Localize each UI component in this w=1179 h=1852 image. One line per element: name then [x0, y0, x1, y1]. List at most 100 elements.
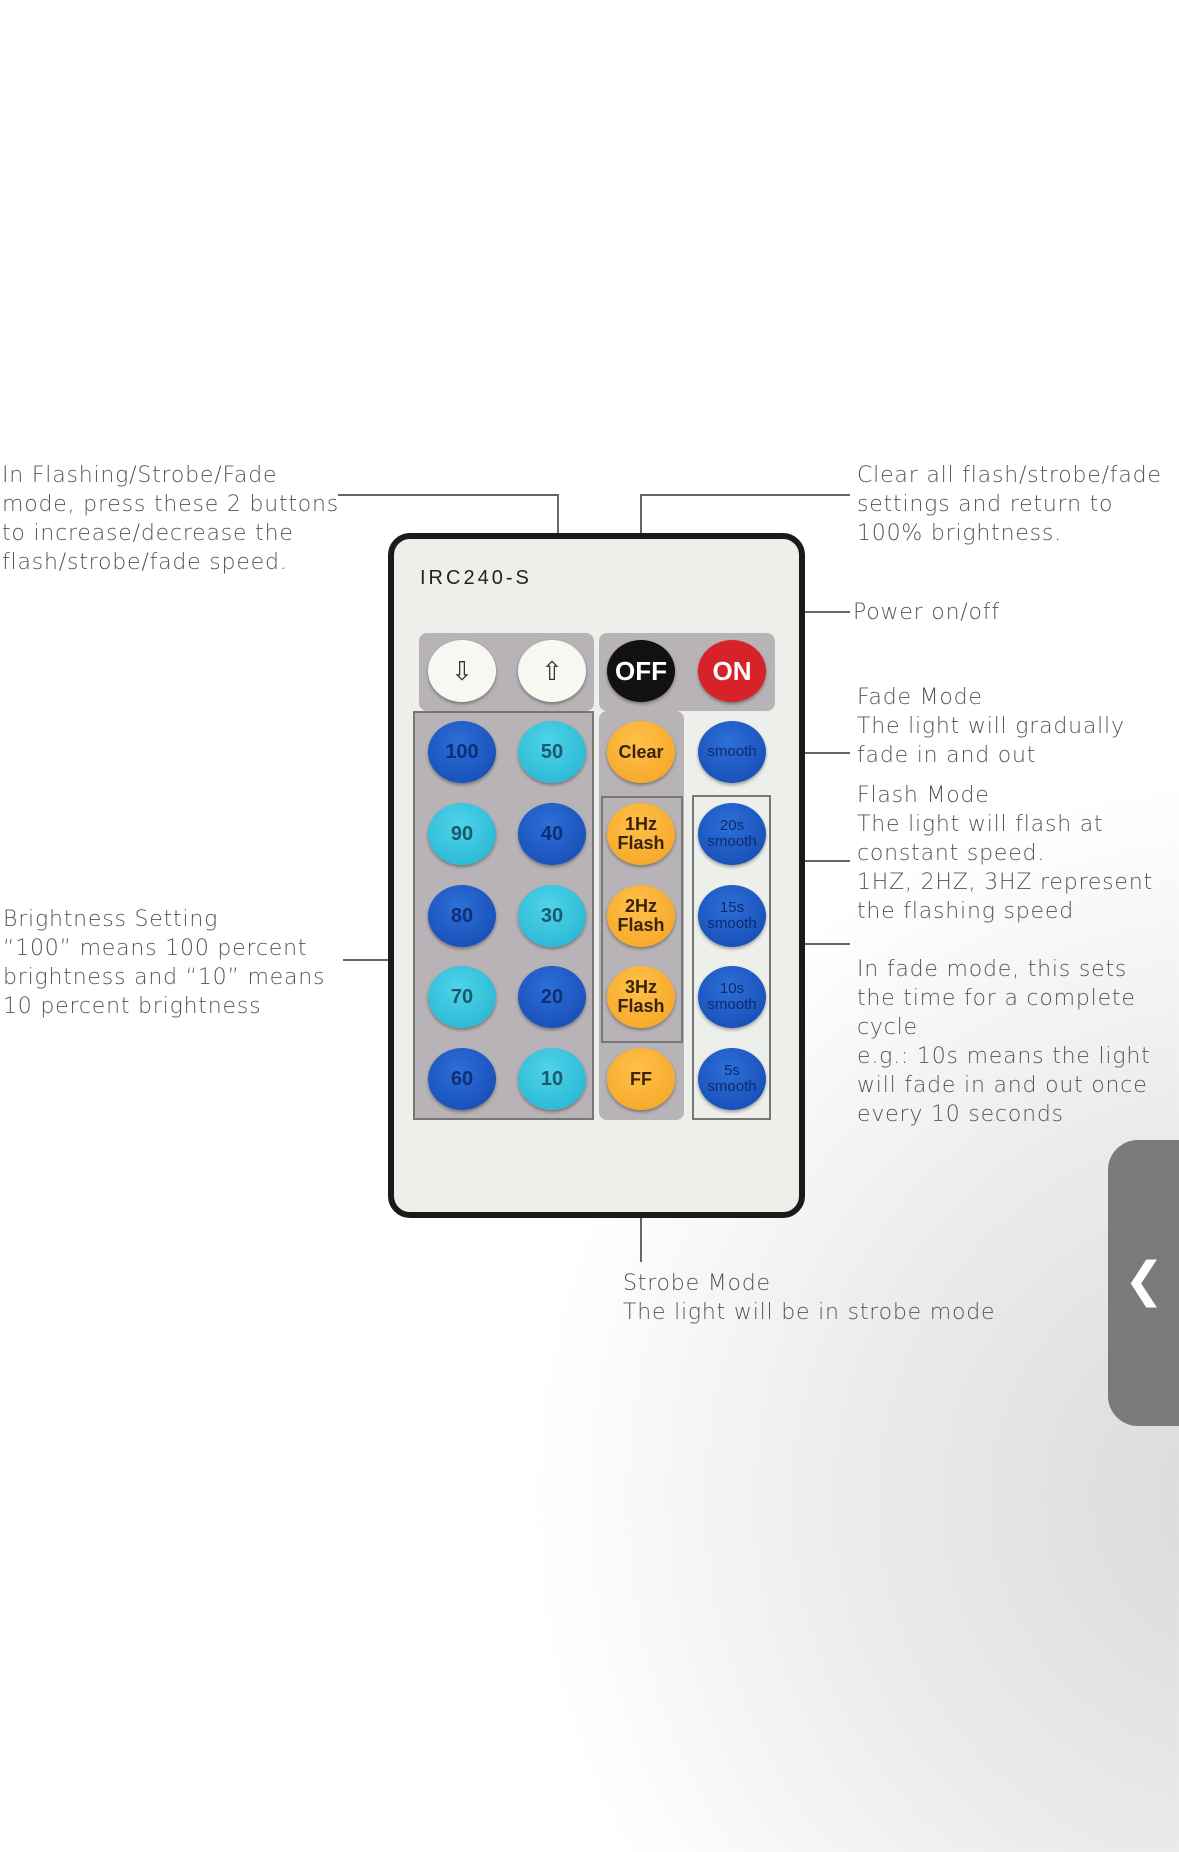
note-power: Power on/off: [853, 598, 1000, 627]
note-line: Fade Mode: [857, 685, 983, 710]
button-label: 80: [450, 904, 474, 927]
button-label: 60: [450, 1067, 474, 1090]
button-label: 40: [540, 822, 564, 845]
connector: [338, 494, 559, 496]
button-label: FF: [630, 1068, 652, 1089]
button-label: 20: [540, 985, 564, 1008]
note-line: Clear all flash/strobe/fade: [857, 463, 1162, 488]
brightness-40-button[interactable]: 40: [518, 803, 586, 865]
button-label: 70: [450, 985, 474, 1008]
note-line: The light will gradually: [857, 714, 1125, 739]
note-line: 10 percent brightness: [3, 994, 262, 1019]
brightness-70-button[interactable]: 70: [428, 966, 496, 1028]
note-line: “100” means 100 percent: [3, 936, 308, 961]
note-line: Flash Mode: [857, 783, 990, 808]
brightness-group-frame: [413, 711, 594, 1120]
button-label: OFF: [615, 655, 667, 686]
clear-button[interactable]: Clear: [607, 721, 675, 783]
note-line: the time for a complete: [857, 986, 1136, 1011]
note-line: the flashing speed: [857, 899, 1074, 924]
speed-down-button[interactable]: ⇩: [428, 640, 496, 702]
note-line: mode, press these 2 buttons: [2, 492, 340, 517]
button-label: ⇩: [451, 655, 473, 686]
chevron-left-icon: ❮: [1124, 1252, 1165, 1308]
fade-group-frame: [692, 795, 771, 1120]
brightness-90-button[interactable]: 90: [428, 803, 496, 865]
note-brightness: Brightness Setting “100” means 100 percen…: [3, 905, 325, 1021]
note-line: constant speed.: [857, 841, 1046, 866]
note-line: The light will flash at: [857, 812, 1104, 837]
connector: [766, 752, 850, 754]
button-label: smooth: [707, 743, 757, 760]
note-line: flash/strobe/fade speed.: [2, 550, 288, 575]
button-label: smooth: [707, 996, 757, 1013]
connector: [343, 959, 413, 961]
note-fade-cycle: In fade mode, this sets the time for a co…: [857, 955, 1151, 1129]
note-line: brightness and “10” means: [3, 965, 326, 990]
button-label: ON: [712, 655, 752, 686]
brightness-60-button[interactable]: 60: [428, 1048, 496, 1110]
brightness-20-button[interactable]: 20: [518, 966, 586, 1028]
button-label: 20s: [719, 817, 745, 834]
button-label: Flash: [617, 996, 665, 1016]
note-line: Strobe Mode: [623, 1271, 771, 1296]
connector: [640, 494, 850, 496]
button-label: Clear: [618, 741, 664, 762]
note-line: to increase/decrease the: [2, 521, 294, 546]
brightness-100-button[interactable]: 100: [428, 721, 496, 783]
brightness-50-button[interactable]: 50: [518, 721, 586, 783]
note-line: cycle: [857, 1015, 918, 1040]
note-line: In fade mode, this sets: [857, 957, 1128, 982]
button-label: 50: [540, 740, 564, 763]
button-label: 100: [445, 740, 479, 763]
note-line: will fade in and out once: [857, 1073, 1148, 1098]
button-label: 90: [450, 822, 474, 845]
smooth-button[interactable]: smooth: [698, 721, 766, 783]
note-line: Power on/off: [853, 600, 1000, 625]
note-line: fade in and out: [857, 743, 1037, 768]
connector: [771, 943, 850, 945]
button-label: 1Hz: [624, 814, 657, 834]
note-line: settings and return to: [857, 492, 1114, 517]
button-label: smooth: [707, 1078, 757, 1095]
brightness-30-button[interactable]: 30: [518, 885, 586, 947]
button-label: 5s: [724, 1062, 740, 1079]
note-clear: Clear all flash/strobe/fade settings and …: [857, 461, 1162, 548]
ff-strobe-button[interactable]: FF: [607, 1048, 675, 1110]
note-line: Brightness Setting: [3, 907, 219, 932]
note-line: e.g.: 10s means the light: [857, 1044, 1151, 1069]
button-label: 10s: [719, 980, 745, 997]
button-label: 2Hz: [624, 896, 657, 916]
on-button[interactable]: ON: [698, 640, 766, 702]
button-label: 3Hz: [624, 977, 657, 997]
button-label: 10: [540, 1067, 564, 1090]
model-label: IRC240-S: [420, 567, 532, 589]
brightness-10-button[interactable]: 10: [518, 1048, 586, 1110]
button-label: 15s: [719, 899, 745, 916]
button-label: Flash: [617, 915, 665, 935]
off-button[interactable]: OFF: [607, 640, 675, 702]
button-label: Flash: [617, 833, 665, 853]
button-label: ⇧: [541, 655, 563, 686]
note-line: 1HZ, 2HZ, 3HZ represent: [857, 870, 1153, 895]
note-line: The light will be in strobe mode: [623, 1300, 996, 1325]
flash-group-frame: [601, 796, 683, 1043]
brightness-80-button[interactable]: 80: [428, 885, 496, 947]
note-line: every 10 seconds: [857, 1102, 1064, 1127]
side-panel-handle[interactable]: ❮: [1108, 1140, 1179, 1426]
remote-control: IRC240-S ⇩ ⇧ OFF ON 100 50 90 40 80 30 70 20 60 10 Cle…: [388, 533, 805, 1218]
button-label: smooth: [707, 915, 757, 932]
button-label: smooth: [707, 833, 757, 850]
speed-up-button[interactable]: ⇧: [518, 640, 586, 702]
